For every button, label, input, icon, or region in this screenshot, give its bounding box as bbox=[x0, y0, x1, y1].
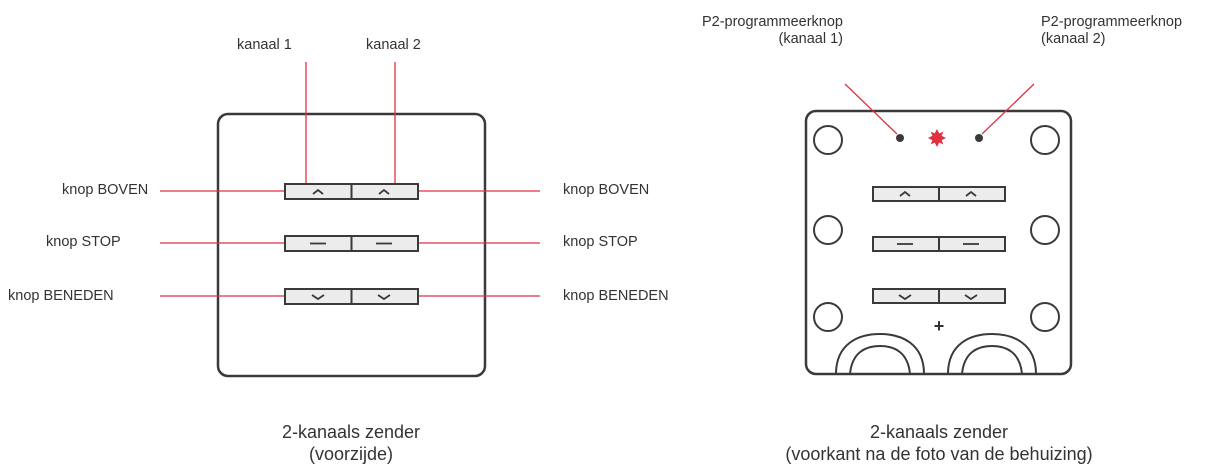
back-button-row-up[interactable] bbox=[872, 186, 1006, 202]
back-device bbox=[804, 83, 1073, 376]
label-channel-2: kanaal 2 bbox=[366, 37, 421, 53]
back-caption: 2-kanaals zender (voorkant na de foto va… bbox=[719, 421, 1159, 465]
screw-hole-icon bbox=[1030, 215, 1060, 245]
chevron-down-icon bbox=[311, 294, 325, 301]
battery-right bbox=[947, 332, 1037, 375]
chevron-up-icon bbox=[312, 188, 324, 195]
chevron-up-icon bbox=[899, 190, 911, 197]
label-button-stop-right: knop STOP bbox=[563, 234, 638, 250]
battery-left bbox=[835, 332, 925, 375]
front-button-row-down[interactable] bbox=[284, 288, 419, 305]
plus-symbol: + bbox=[933, 316, 945, 336]
front-caption-line2: (voorzijde) bbox=[308, 444, 394, 464]
screw-hole-icon bbox=[813, 302, 843, 332]
screw-holes bbox=[813, 125, 1060, 332]
label-p2-channel-1-line1: P2-programmeerknop bbox=[701, 14, 843, 30]
front-caption-line1: 2-kanaals zender bbox=[281, 422, 421, 442]
chevron-up-icon bbox=[965, 190, 977, 197]
front-button-row-stop[interactable] bbox=[284, 235, 419, 252]
chevron-up-icon bbox=[378, 188, 390, 195]
label-button-down-left: knop BENEDEN bbox=[8, 288, 114, 304]
back-callout-lines bbox=[844, 83, 1035, 135]
label-button-stop-left: knop STOP bbox=[46, 234, 121, 250]
label-p2-channel-2-line2: (kanaal 2) bbox=[1041, 31, 1106, 47]
front-callout-lines bbox=[160, 62, 540, 297]
back-button-row-down[interactable] bbox=[872, 288, 1006, 304]
chevron-down-icon bbox=[898, 294, 912, 301]
front-device bbox=[160, 62, 540, 378]
label-button-up-left: knop BOVEN bbox=[62, 182, 149, 198]
label-p2-channel-2: P2-programmeerknop (kanaal 2) bbox=[1041, 14, 1182, 48]
label-p2-channel-1-line2: (kanaal 1) bbox=[778, 31, 843, 47]
back-caption-line1: 2-kanaals zender bbox=[869, 422, 1009, 442]
label-button-down-right: knop BENEDEN bbox=[563, 288, 669, 304]
screw-hole-icon bbox=[1030, 302, 1060, 332]
screw-hole-icon bbox=[813, 125, 843, 155]
battery-compartments bbox=[835, 332, 1037, 375]
chevron-down-icon bbox=[964, 294, 978, 301]
led-star-icon bbox=[928, 129, 946, 147]
label-p2-channel-1: P2-programmeerknop (kanaal 1) bbox=[663, 14, 843, 48]
front-caption: 2-kanaals zender (voorzijde) bbox=[251, 421, 451, 465]
screw-hole-icon bbox=[813, 215, 843, 245]
front-button-row-up[interactable] bbox=[284, 183, 419, 200]
label-channel-1: kanaal 1 bbox=[237, 37, 292, 53]
p2-button-channel-2[interactable] bbox=[975, 134, 983, 142]
label-p2-channel-2-line1: P2-programmeerknop bbox=[1041, 14, 1183, 30]
label-button-up-right: knop BOVEN bbox=[563, 182, 650, 198]
p2-button-channel-1[interactable] bbox=[896, 134, 904, 142]
screw-hole-icon bbox=[1030, 125, 1060, 155]
chevron-down-icon bbox=[377, 294, 391, 301]
back-caption-line2: (voorkant na de foto van de behuizing) bbox=[785, 444, 1093, 464]
back-button-row-stop[interactable] bbox=[872, 236, 1006, 252]
